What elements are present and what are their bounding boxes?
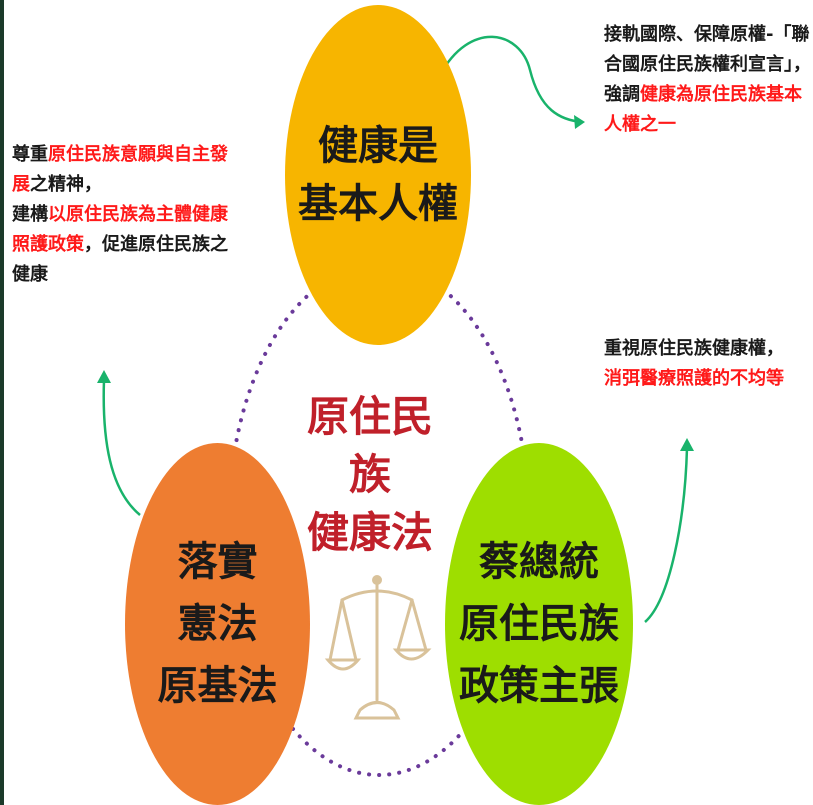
note-left-text-4: ，促進原住民族之健康 bbox=[12, 234, 228, 285]
arrow-right-up-head bbox=[680, 438, 694, 451]
circle-left-line-1: 落實 bbox=[177, 539, 258, 585]
circle-left-line-3: 原基法 bbox=[157, 663, 278, 709]
center-title: 原住民族 健康法 bbox=[290, 388, 450, 562]
note-international-rights: 接軌國際、保障原權-「聯合國原住民族權利宣言」，強調健康為原住民族基本人權之一 bbox=[604, 20, 813, 140]
circle-right-line-3: 政策主張 bbox=[459, 663, 619, 709]
note-left-text-3: 建構 bbox=[12, 204, 48, 225]
circle-top-line-2: 基本人權 bbox=[298, 181, 458, 227]
circle-left-line-2: 憲法 bbox=[177, 601, 258, 647]
circle-implement-constitution: 落實 憲法 原基法 bbox=[125, 443, 310, 805]
center-title-line-2: 健康法 bbox=[306, 508, 433, 557]
arrow-left-up-head bbox=[97, 370, 111, 383]
note-tr-text-1: 接軌國際、保障原權-「聯合國原住民族權利宣言」，強調 bbox=[604, 24, 811, 105]
note-respect-autonomy: 尊重原住民族意願與自主發展之精神， 建構以原住民族為主體健康照護政策，促進原住民… bbox=[12, 140, 237, 290]
note-left-text-1: 尊重 bbox=[12, 144, 48, 165]
note-health-equity: 重視原住民族健康權， 消弭醫療照護的不均等 bbox=[604, 334, 813, 394]
arrow-top-right-head bbox=[574, 115, 585, 129]
note-rm-text-1: 重視原住民族健康權， bbox=[604, 338, 784, 359]
note-left-highlight-1: 原住民族意願與自主發展 bbox=[12, 144, 228, 195]
note-rm-highlight-1: 消弭醫療照護的不均等 bbox=[604, 368, 784, 389]
circle-top-line-1: 健康是 bbox=[318, 123, 438, 169]
center-title-line-1: 原住民族 bbox=[306, 392, 433, 499]
note-left-text-2: 之精神， bbox=[30, 174, 102, 195]
arrow-top-right bbox=[438, 35, 583, 124]
circle-president-policy: 蔡總統 原住民族 政策主張 bbox=[445, 443, 633, 805]
arrow-left-up bbox=[102, 379, 141, 516]
circle-health-human-right: 健康是 基本人權 bbox=[285, 5, 471, 345]
left-frame-edge bbox=[0, 0, 4, 805]
note-tr-highlight-1: 健康為原住民族基本人權之一 bbox=[604, 84, 802, 135]
note-left-highlight-2: 以原住民族為主體健康照護政策 bbox=[12, 204, 228, 255]
arrow-right-up bbox=[644, 447, 689, 623]
circle-right-line-2: 原住民族 bbox=[459, 601, 619, 647]
circle-right-line-1: 蔡總統 bbox=[479, 539, 599, 585]
